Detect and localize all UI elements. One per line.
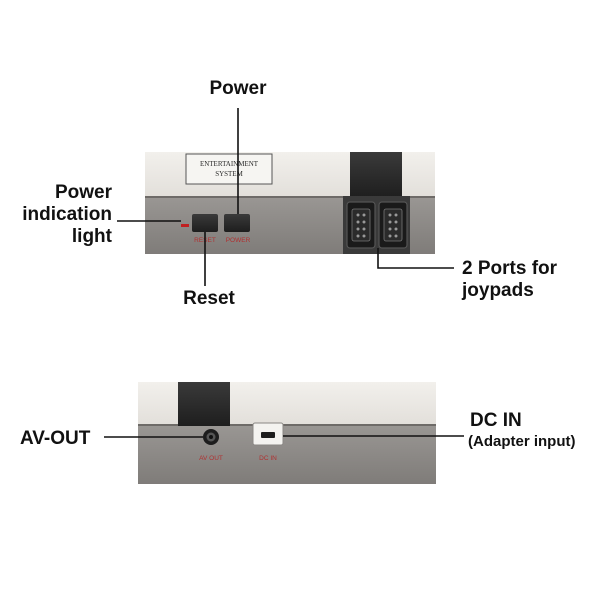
badge-line1: ENTERTAINMENT [200, 160, 259, 168]
console-front: ENTERTAINMENT SYSTEM RESET POWER [145, 152, 435, 254]
power-indicator-light [181, 224, 189, 227]
badge-line2: SYSTEM [215, 170, 243, 178]
callout-joypads-line1: 2 Ports for [462, 258, 558, 279]
callout-power-indication-line3: light [72, 226, 113, 247]
console-back: AV OUT DC IN [138, 382, 436, 484]
callout-lines [104, 108, 464, 438]
back-face-panel [138, 424, 436, 484]
av-out-jack[interactable] [203, 429, 219, 445]
controller-port-housing [350, 152, 402, 198]
callout-power-indication-line1: Power [55, 182, 113, 203]
av-out-label: AV OUT [199, 455, 223, 462]
entertainment-system-badge: ENTERTAINMENT SYSTEM [185, 153, 273, 185]
reset-button[interactable] [192, 214, 218, 232]
joypad-port-1[interactable] [346, 201, 376, 249]
power-button[interactable] [224, 214, 250, 232]
back-dark-block [178, 382, 230, 426]
dc-in-label: DC IN [259, 455, 277, 462]
callout-joypads-line2: joypads [461, 280, 534, 301]
callout-reset: Reset [183, 288, 235, 309]
callout-power: Power [209, 78, 267, 99]
callout-av-out: AV-OUT [20, 428, 91, 449]
joypad-port-2[interactable] [378, 201, 408, 249]
joypads-callout-line [377, 248, 454, 269]
callout-power-indication-line2: indication [22, 204, 112, 225]
power-label: POWER [226, 237, 251, 244]
dc-in-port[interactable] [252, 422, 284, 446]
callout-dc-in-line1: DC IN [470, 410, 522, 431]
callout-dc-in-line2: (Adapter input) [468, 433, 575, 450]
